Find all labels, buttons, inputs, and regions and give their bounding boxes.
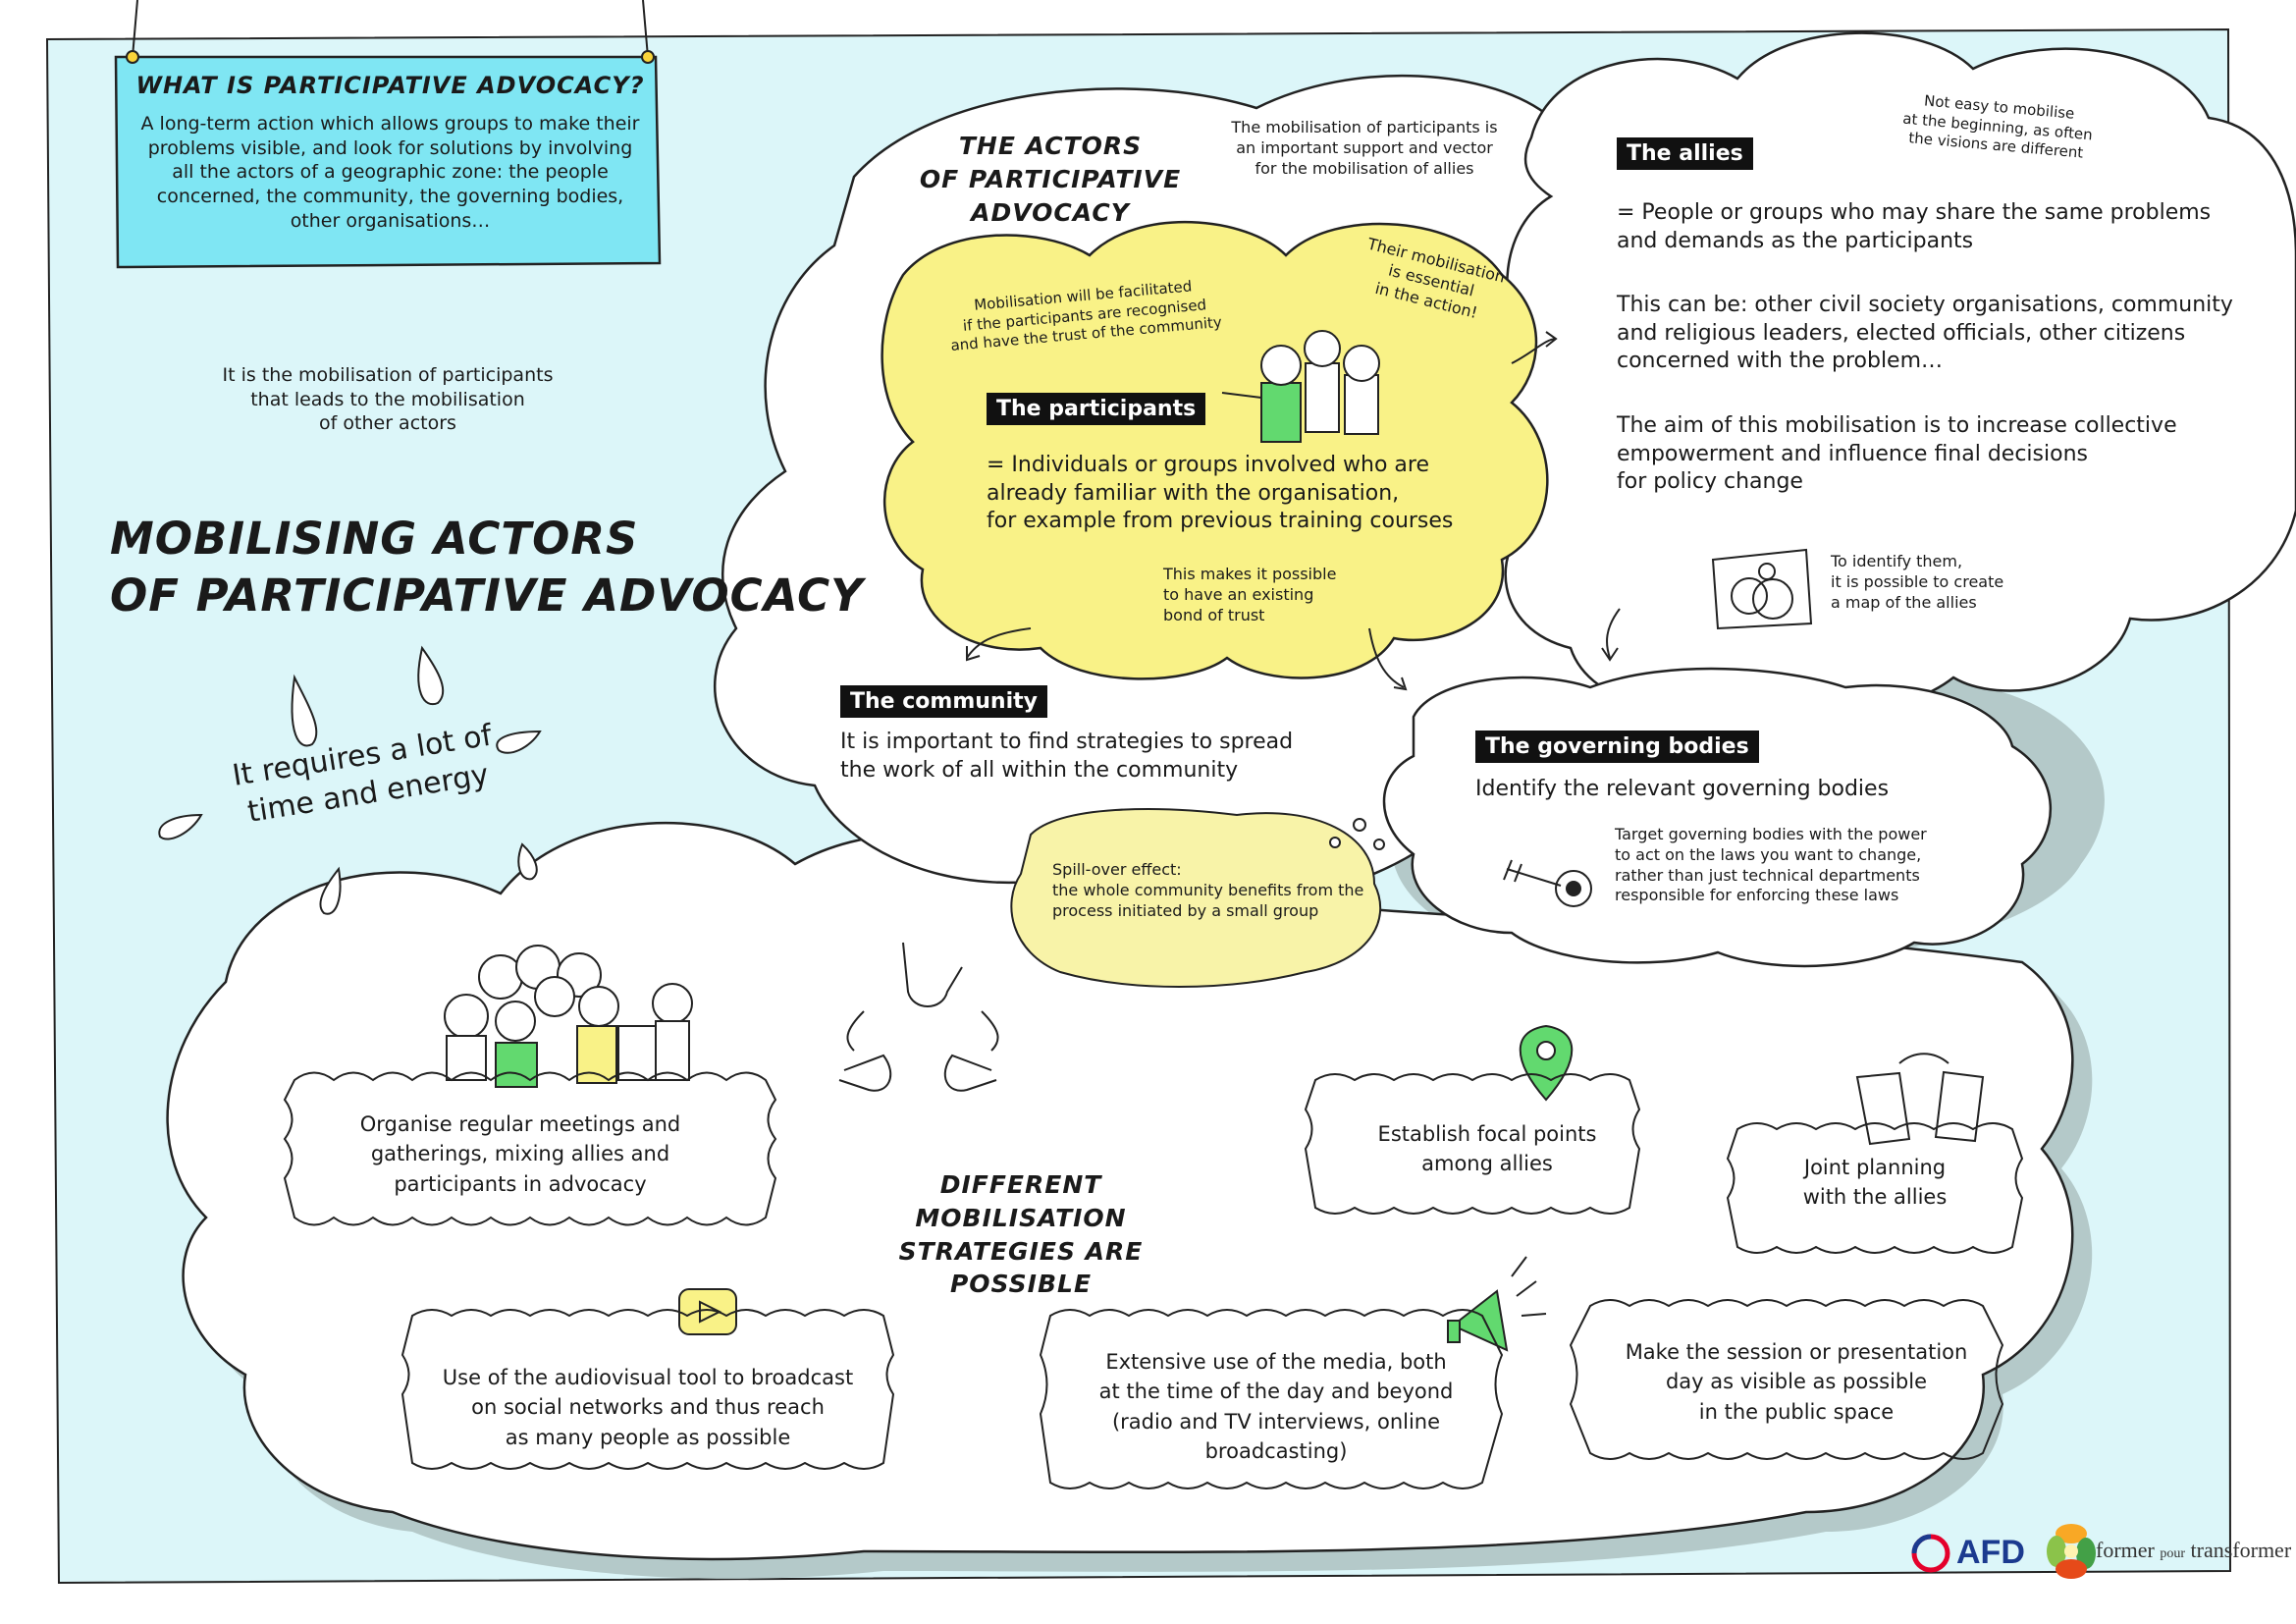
allies-examples: This can be: other civil society organis… [1617,293,2233,374]
participants-label: The participants [987,393,1206,425]
droplet-icon [496,730,542,754]
target-icon [1503,859,1592,907]
droplet-icon [319,866,342,915]
community-text: It is important to find strategies to sp… [840,730,1294,783]
community-label: The community [840,685,1047,718]
flower-logo-icon [2047,1524,2096,1579]
pin-icon [641,50,655,64]
spillover-note: Spill-over effect:the whole community be… [1052,860,1364,920]
droplet-icon [517,842,538,881]
thought-bubble-icon [1329,837,1341,848]
thought-bubble-icon [1373,839,1385,850]
allies-map-note: To identify them,it is possible to creat… [1831,552,2004,612]
strategy-audiovisual: Use of the audiovisual tool to broadcast… [442,1366,854,1449]
intro-heading: WHAT IS PARTICIPATIVE ADVOCACY? [135,72,645,99]
intro-panel [114,55,662,269]
governing-text: Identify the relevant governing bodies [1475,777,1890,801]
allies-definition: = People or groups who may share the sam… [1617,200,2212,253]
participants-definition: = Individuals or groups involved who are… [987,453,1454,534]
thought-bubble-icon [1353,818,1366,832]
participants-cloud [881,221,1549,680]
intro-text: A long-term action which allows groups t… [140,113,640,232]
governing-label: The governing bodies [1475,731,1759,763]
allies-label: The allies [1617,137,1753,170]
spillover-blob [1010,808,1382,988]
afd-logo: AFD [1956,1534,2025,1571]
former-pour-transformer-logo: former pour transformer [2096,1538,2292,1562]
governing-cloud [1382,667,2053,968]
arrow-icon [966,331,1621,691]
video-icon [678,1288,737,1335]
hands-icon [838,942,999,1092]
meeting-group-icon [444,945,693,1088]
droplet-icon [158,813,203,840]
droplet-icon [417,645,445,706]
location-pin-icon [1536,1041,1556,1060]
hanging-string-icon [132,0,649,58]
droplet-icon [291,674,318,747]
pin-icon [126,50,139,64]
participants-figures-icon [1221,330,1380,443]
allies-aim: The aim of this mobilisation is to incre… [1617,413,2177,495]
afd-logo-ring [1911,1534,1932,1554]
ally-map-icon [1711,548,1813,630]
